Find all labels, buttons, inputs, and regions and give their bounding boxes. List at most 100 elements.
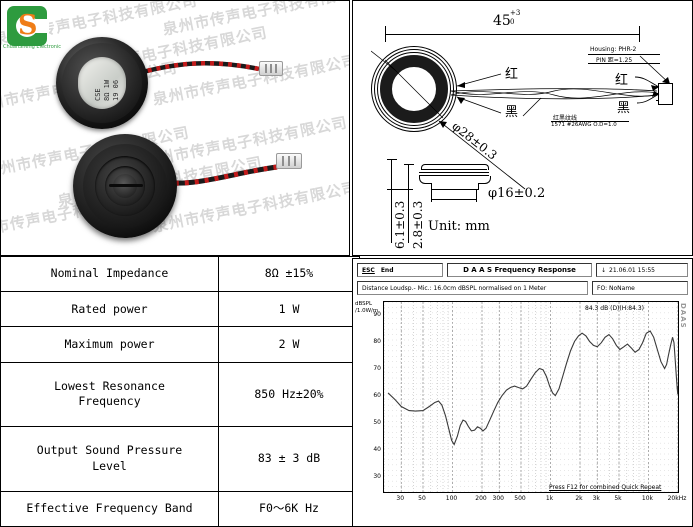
logo-subtext: ChuanSheng Electronic [3, 44, 62, 50]
arrow-black-right [636, 91, 660, 104]
x-axis-tick-label: 200 [475, 495, 487, 502]
watermark-text: 泉州市传声电子科技有限公司 [161, 1, 349, 39]
y-axis-tick-label: 60 [373, 392, 381, 399]
side-view-top-plate [421, 164, 489, 170]
dim-vert-tick-3 [387, 189, 413, 190]
arrow-red-left [456, 73, 502, 88]
dim-tick-right [639, 26, 640, 42]
x-axis-tick-label: 1k [545, 495, 554, 502]
spec-value-cell: 1 W [218, 291, 360, 328]
chart-datetime: ↓ 21.06.01 15:55 [596, 263, 688, 277]
frequency-response-panel: ESC End D A A S Frequency Response ↓ 21.… [352, 258, 693, 527]
spec-value-cell: 850 Hz±20% [218, 361, 360, 428]
dim-tick-left [385, 26, 386, 42]
spec-parameter-cell: Rated power [0, 291, 219, 328]
label-red-right: 红 [615, 73, 629, 88]
dim-vert-line-outer [391, 159, 392, 243]
cone-slit [109, 184, 143, 187]
company-logo: S [7, 6, 49, 46]
watermark-layer: 泉州市传声电子科技有限公司泉州市传声电子科技有限公司泉州市传声电子科技有限公司泉… [1, 1, 349, 255]
dim-body-height: 2.8±0.3 [411, 200, 425, 249]
top-view-ring-outer [371, 46, 457, 132]
dim-vert-line-inner [408, 164, 409, 243]
spec-value-cell: 8Ω ±15% [218, 255, 360, 293]
dim-inner-tick-l [431, 189, 432, 202]
spec-parameter-cell: Nominal Impedance [0, 255, 219, 293]
connector-pin-3 [656, 100, 659, 101]
esc-key-label: ESC [362, 266, 375, 274]
x-axis-tick-label: 500 [514, 495, 526, 502]
daas-watermark: DAAS [679, 303, 687, 329]
chart-footer-hint: Press F12 for combined Quick Repeat [549, 484, 662, 491]
logo-s-letter: S [18, 10, 38, 41]
side-view-line-3 [419, 175, 489, 176]
y-axis-tick-label: 80 [373, 337, 381, 345]
end-label: End [380, 266, 394, 274]
download-icon: ↓ [601, 266, 607, 274]
unit-note: Unit: mm [428, 219, 490, 234]
y-axis-tick-label: 90 [373, 310, 381, 318]
speaker-label-line-3: 19 06 [112, 79, 120, 101]
connector-top [259, 61, 283, 76]
top-view-ring-3 [377, 52, 451, 126]
x-axis-tick-label: 30 [396, 495, 405, 502]
x-axis-tick-label: 10k [641, 495, 654, 502]
x-axis-tick-label: 50 [418, 495, 426, 502]
chart-plot-area [383, 301, 679, 493]
x-axis-tick-label: 300 [492, 495, 504, 502]
spec-parameter-cell: Maximum power [0, 326, 219, 363]
frequency-response-curve [387, 330, 678, 446]
dim-total-height: 6.1±0.3 [393, 200, 407, 249]
leader-wire-spec [522, 97, 542, 117]
arrow-red-right [634, 76, 660, 91]
dim-vert-tick-2 [404, 164, 414, 165]
y-axis-label-line-1: dBSPL [355, 301, 373, 307]
housing-underline-2 [588, 63, 660, 64]
y-axis-tick-label: 40 [373, 446, 381, 454]
dim-inner-line [431, 199, 477, 200]
label-red-left: 红 [505, 67, 519, 82]
chart-info-left: Distance Loudsp.- Mic.: 16.0cm dBSPL nor… [357, 281, 588, 295]
label-black-left: 黑 [505, 105, 519, 120]
speaker-wire-top [138, 60, 260, 76]
logo-notch [29, 19, 49, 33]
speaker-front-photo: CSE 8Ω 1W 19 06 [56, 37, 148, 129]
arrow-black-left [456, 96, 502, 114]
speaker-cone-photo [73, 134, 177, 238]
spec-parameter-cell: Effective Frequency Band [0, 490, 219, 527]
dim-length-value: 45 [493, 13, 511, 29]
label-black-right: 黑 [617, 101, 631, 116]
dim-length-tol-upper: +3 [510, 9, 521, 17]
speaker-label-line-1: CSE [94, 88, 102, 101]
y-axis-tick-label: 70 [373, 364, 381, 372]
spec-value-cell: F0～6K Hz [218, 490, 360, 527]
esc-end-button[interactable]: ESC End [357, 263, 443, 277]
speaker-label: CSE 8Ω 1W 19 06 [78, 57, 126, 109]
x-axis-tick-label: 2k [575, 495, 583, 502]
chart-readout: 84.3 dB (D)(H:84.3) [585, 305, 644, 312]
housing-line-2: PIN 距=1.25 [596, 57, 633, 64]
leader-outer-diameter [438, 120, 526, 190]
wire-spec-line-1: 红黑纹线 [553, 115, 578, 122]
spec-value-cell: 83 ± 3 dB [218, 426, 360, 492]
housing-line-1: Housing: PHR-2 [590, 46, 637, 53]
technical-drawing-panel: 45 +3 0 φ28±0.3 红 [352, 0, 693, 256]
y-axis-tick-label: 50 [373, 419, 381, 427]
x-axis-tick-label: 5k [614, 495, 622, 502]
wire-spec-line-2: 1571 #26AWG O.D=1.0 [551, 122, 617, 128]
chart-title: D A A S Frequency Response [447, 263, 592, 277]
top-view-center-line [371, 50, 444, 119]
housing-underline-1 [588, 54, 660, 55]
datetime-text: 21.06.01 15:55 [609, 266, 655, 274]
leader-housing [639, 55, 671, 85]
